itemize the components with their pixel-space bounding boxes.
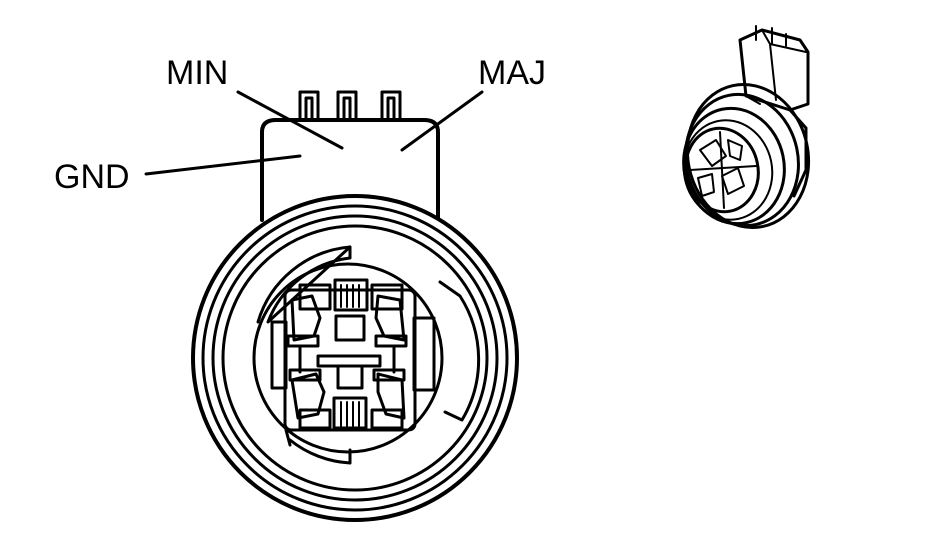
leader-maj: [400, 90, 484, 152]
main-connector: [191, 90, 519, 522]
outer-ring: [191, 194, 519, 522]
connector-body: [260, 118, 440, 222]
leader-lines: [144, 90, 484, 176]
terminal-cavities: [270, 278, 436, 432]
label-min: MIN: [166, 54, 229, 92]
terminal-pins: [298, 90, 402, 122]
leader-gnd: [144, 154, 302, 176]
connector-perspective-view: [682, 25, 811, 230]
label-maj: MAJ: [478, 54, 546, 92]
label-gnd: GND: [54, 158, 130, 196]
leader-min: [236, 90, 344, 150]
inner-face: [252, 262, 444, 454]
